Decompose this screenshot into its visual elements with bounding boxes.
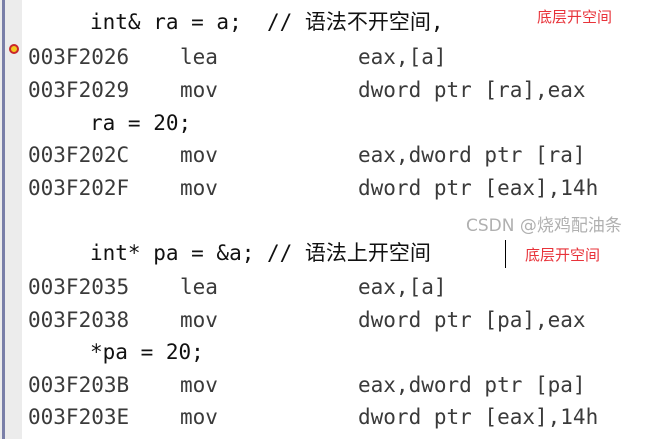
text-caret [505, 240, 506, 268]
instruction-mnemonic: mov [180, 143, 218, 167]
instruction-address: 003F203B [28, 373, 130, 397]
instruction-address: 003F2038 [28, 308, 130, 332]
instruction-address: 003F202F [28, 176, 130, 200]
instruction-address: 003F2026 [28, 45, 130, 69]
instruction-operands: eax,dword ptr [pa] [358, 373, 586, 397]
editor-gutter[interactable] [0, 0, 22, 439]
watermark: CSDN @烧鸡配油条 [466, 216, 622, 236]
current-instruction-arrow-icon[interactable] [9, 44, 19, 54]
instruction-mnemonic: mov [180, 78, 218, 102]
instruction-mnemonic: mov [180, 405, 218, 429]
instruction-operands: eax,[a] [358, 275, 447, 299]
gutter-divider [2, 0, 5, 439]
instruction-address: 003F203E [28, 405, 130, 429]
source-line: ra = 20; [90, 111, 192, 135]
instruction-address: 003F2035 [28, 275, 130, 299]
instruction-operands: eax,[a] [358, 45, 447, 69]
instruction-address: 003F202C [28, 143, 130, 167]
instruction-operands: dword ptr [pa],eax [358, 308, 586, 332]
instruction-address: 003F2029 [28, 78, 130, 102]
source-line: int& ra = a; // 语法不开空间, [90, 10, 444, 34]
instruction-mnemonic: mov [180, 176, 218, 200]
instruction-operands: eax,dword ptr [ra] [358, 143, 586, 167]
source-line: *pa = 20; [90, 340, 204, 364]
instruction-operands: dword ptr [ra],eax [358, 78, 586, 102]
annotation-note: 底层开空间 [537, 8, 613, 26]
source-line: int* pa = &a; // 语法上开空间 [90, 241, 431, 265]
instruction-mnemonic: lea [180, 275, 218, 299]
instruction-operands: dword ptr [eax],14h [358, 176, 599, 200]
instruction-mnemonic: mov [180, 373, 218, 397]
instruction-operands: dword ptr [eax],14h [358, 405, 599, 429]
instruction-mnemonic: mov [180, 308, 218, 332]
instruction-mnemonic: lea [180, 45, 218, 69]
annotation-note: 底层开空间 [525, 246, 601, 264]
